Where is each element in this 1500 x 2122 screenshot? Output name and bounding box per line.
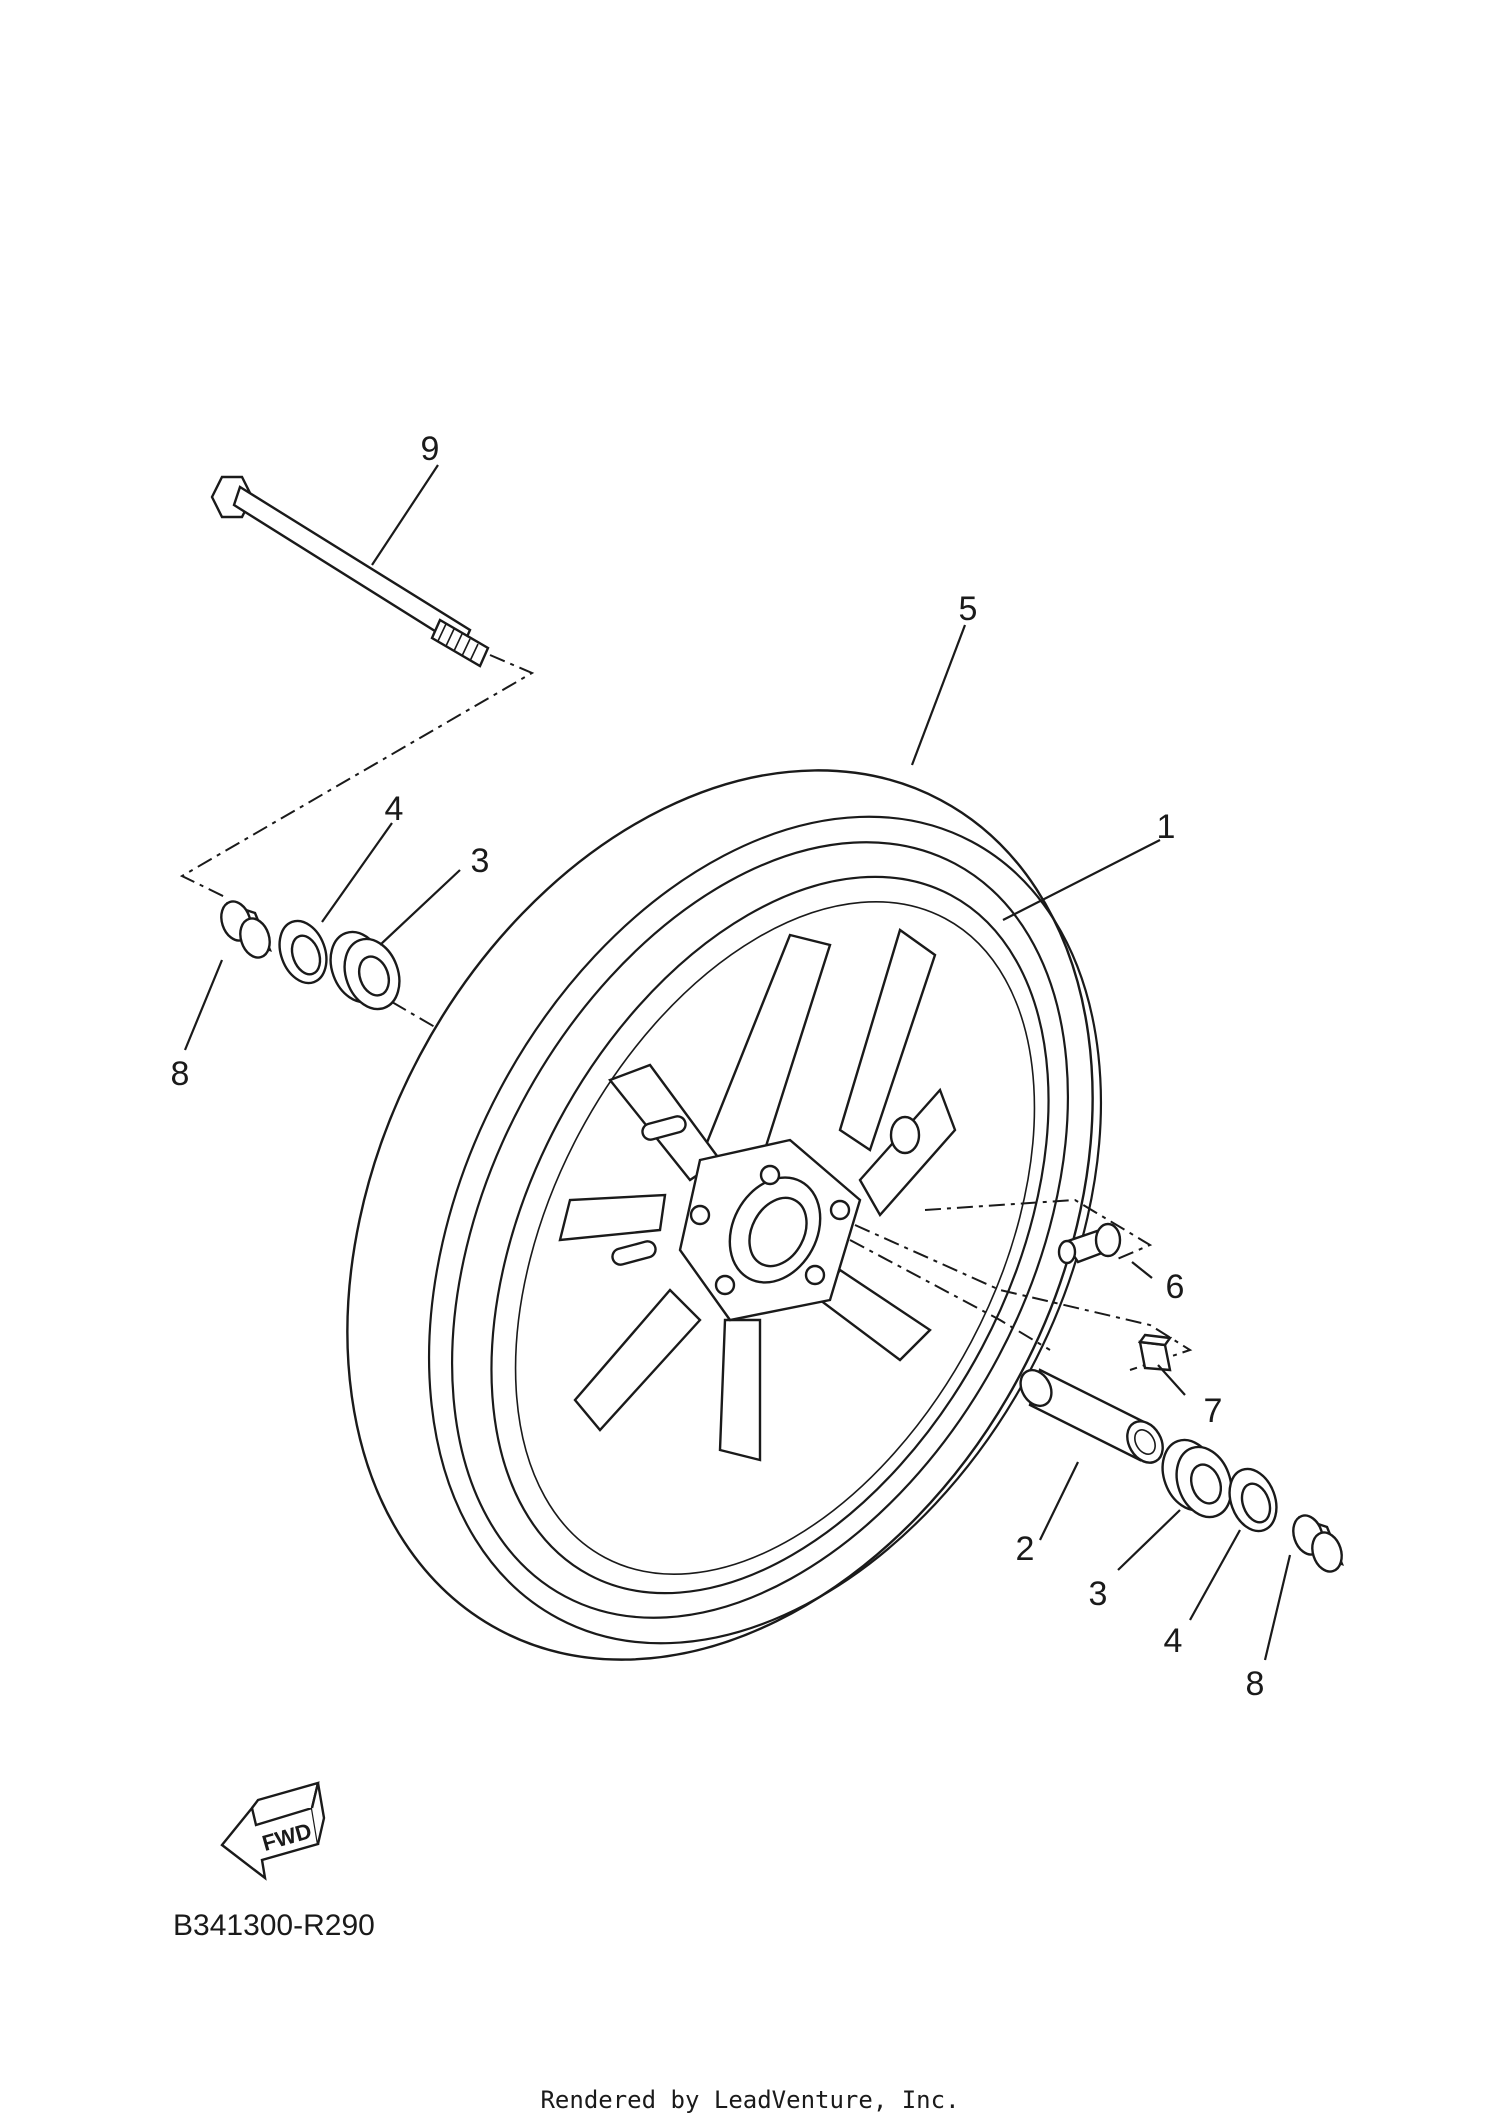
callout-8-left: 8	[171, 1055, 190, 1093]
guide-line-axle	[179, 654, 535, 898]
callout-9: 9	[421, 430, 440, 468]
callout-8-right: 8	[1246, 1665, 1265, 1703]
leader-lines	[183, 464, 1292, 1661]
fwd-arrow-icon: FWD	[220, 1781, 326, 1881]
balance-weight[interactable]	[1137, 1333, 1173, 1372]
wheel[interactable]	[327, 737, 1193, 1723]
callout-6: 6	[1166, 1268, 1185, 1306]
callout-7: 7	[1204, 1392, 1223, 1430]
oil-seal-right[interactable]	[1221, 1462, 1284, 1537]
wheel-hub	[611, 1115, 921, 1322]
bearing-right[interactable]	[1153, 1432, 1240, 1524]
collar-left[interactable]	[217, 898, 275, 962]
diagram-code: B341300-R290	[173, 1909, 375, 1942]
callout-2: 2	[1016, 1530, 1035, 1568]
callout-1: 1	[1157, 808, 1176, 846]
callout-3-right: 3	[1089, 1575, 1108, 1613]
render-credit: Rendered by LeadVenture, Inc.	[540, 2086, 959, 2114]
guide-line-bearing-left	[391, 1001, 441, 1031]
callout-4-right: 4	[1164, 1622, 1183, 1660]
callout-3-left: 3	[471, 842, 490, 880]
guide-line-spacer	[849, 1239, 1051, 1351]
guide-line-weight	[854, 1224, 1193, 1371]
oil-seal-left[interactable]	[271, 914, 334, 989]
callout-4-left: 4	[385, 790, 404, 828]
spacer[interactable]	[1014, 1365, 1169, 1470]
guide-line-valve	[924, 1198, 1153, 1261]
collar-right[interactable]	[1289, 1512, 1347, 1576]
bearing-left[interactable]	[321, 924, 408, 1016]
axle-bolt[interactable]	[210, 475, 490, 668]
callout-5: 5	[959, 590, 978, 628]
valve[interactable]	[1057, 1222, 1122, 1265]
